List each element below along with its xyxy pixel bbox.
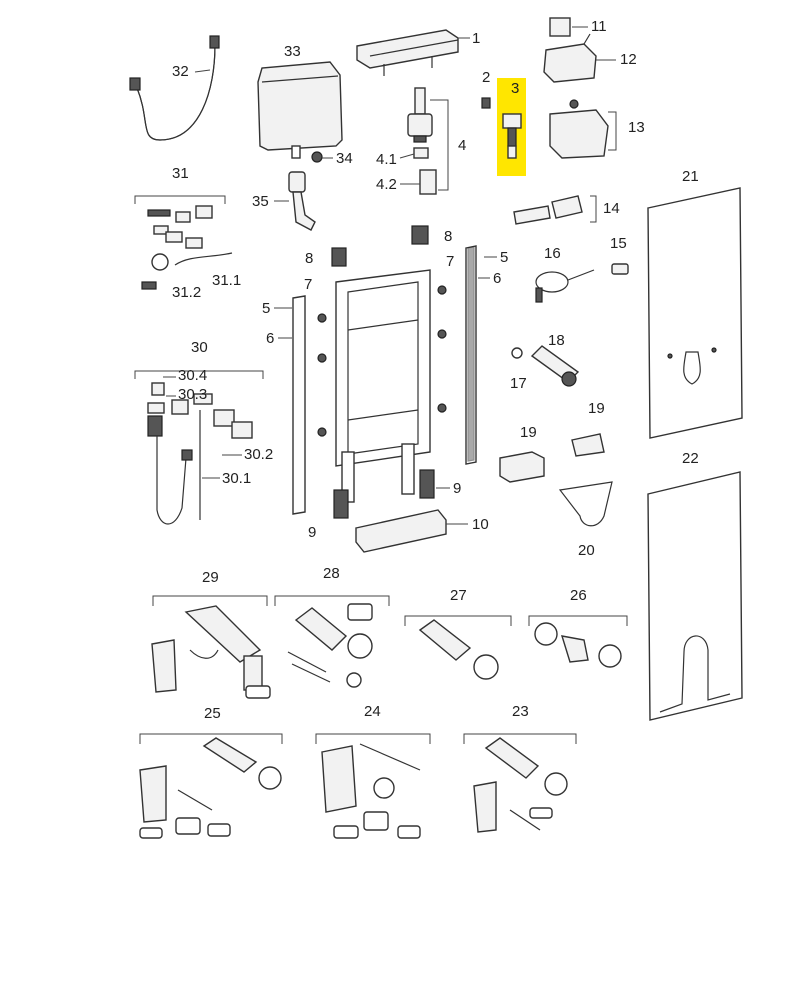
part-14[interactable] [513, 195, 583, 225]
label-25: 25 [204, 705, 221, 722]
label-33: 33 [284, 43, 301, 60]
part-18-pipe[interactable] [530, 345, 580, 387]
label-7-a: 7 [304, 276, 312, 293]
label-30-2: 30.2 [244, 446, 273, 463]
label-17: 17 [510, 375, 527, 392]
label-19-a: 19 [520, 424, 537, 441]
part-21-cover-plate[interactable] [647, 187, 743, 439]
label-19-b: 19 [588, 400, 605, 417]
label-31: 31 [172, 165, 189, 182]
label-14: 14 [603, 200, 620, 217]
label-27: 27 [450, 587, 467, 604]
part-28-kit[interactable] [287, 603, 373, 688]
label-4-1: 4.1 [376, 151, 397, 168]
label-9-b: 9 [453, 480, 461, 497]
part-13[interactable] [549, 99, 609, 159]
part-34[interactable] [311, 151, 323, 163]
label-18: 18 [548, 332, 565, 349]
label-8-b: 8 [444, 228, 452, 245]
label-4-2: 4.2 [376, 176, 397, 193]
part-29-kit[interactable] [151, 605, 271, 699]
label-35: 35 [252, 193, 269, 210]
label-29: 29 [202, 569, 219, 586]
part-24-kit[interactable] [321, 743, 421, 839]
label-30-1: 30.1 [222, 470, 251, 487]
part-31-set[interactable] [141, 205, 233, 290]
label-31-2: 31.2 [172, 284, 201, 301]
label-5-a: 5 [262, 300, 270, 317]
part-9-right[interactable] [419, 469, 435, 499]
label-30-3: 30.3 [178, 386, 207, 403]
part-9-left[interactable] [333, 489, 349, 519]
part-8-left[interactable] [331, 247, 347, 267]
label-2: 2 [482, 69, 490, 86]
part-4-flush-valve[interactable] [407, 87, 437, 195]
label-10: 10 [472, 516, 489, 533]
label-24: 24 [364, 703, 381, 720]
part-19-right[interactable] [571, 433, 605, 457]
label-5-b: 5 [500, 249, 508, 266]
label-26: 26 [570, 587, 587, 604]
label-32: 32 [172, 63, 189, 80]
part-8-right[interactable] [411, 225, 429, 245]
part-19-left[interactable] [499, 451, 545, 483]
label-6-b: 6 [493, 270, 501, 287]
part-15[interactable] [611, 263, 629, 275]
part-30-set[interactable] [147, 382, 253, 525]
part-35-elbow[interactable] [288, 171, 316, 231]
label-21: 21 [682, 168, 699, 185]
part-20-handle[interactable] [558, 481, 613, 527]
label-12: 12 [620, 51, 637, 68]
label-16: 16 [544, 245, 561, 262]
label-3: 3 [511, 80, 519, 97]
part-16-cable[interactable] [535, 269, 595, 303]
part-12[interactable] [543, 33, 597, 83]
part-17-ring[interactable] [511, 347, 523, 359]
part-23-kit[interactable] [473, 737, 568, 833]
label-4: 4 [458, 137, 466, 154]
label-13: 13 [628, 119, 645, 136]
part-1-actuator-cover[interactable] [356, 29, 459, 76]
part-6-right-rail[interactable] [465, 245, 477, 465]
part-33-cistern[interactable] [257, 61, 343, 159]
label-30-4: 30.4 [178, 367, 207, 384]
label-9-a: 9 [308, 524, 316, 541]
part-2[interactable] [481, 97, 491, 109]
label-11: 11 [591, 18, 607, 35]
frame-assembly[interactable] [317, 269, 447, 503]
part-6-left-rail[interactable] [292, 295, 306, 515]
label-23: 23 [512, 703, 529, 720]
label-6-a: 6 [266, 330, 274, 347]
part-10-tray[interactable] [355, 509, 447, 553]
label-8-a: 8 [305, 250, 313, 267]
label-30: 30 [191, 339, 208, 356]
part-26-kit[interactable] [534, 622, 622, 668]
part-22-cover-plate[interactable] [647, 471, 743, 721]
part-32-hose[interactable] [129, 35, 220, 141]
part-27-kit[interactable] [418, 619, 499, 680]
label-20: 20 [578, 542, 595, 559]
part-11[interactable] [549, 17, 571, 37]
label-7-b: 7 [446, 253, 454, 270]
label-1: 1 [472, 30, 480, 47]
label-28: 28 [323, 565, 340, 582]
part-25-kit[interactable] [139, 737, 282, 839]
label-22: 22 [682, 450, 699, 467]
part-3-fill-valve[interactable] [502, 113, 522, 159]
label-34: 34 [336, 150, 353, 167]
label-15: 15 [610, 235, 627, 252]
label-31-1: 31.1 [212, 272, 241, 289]
